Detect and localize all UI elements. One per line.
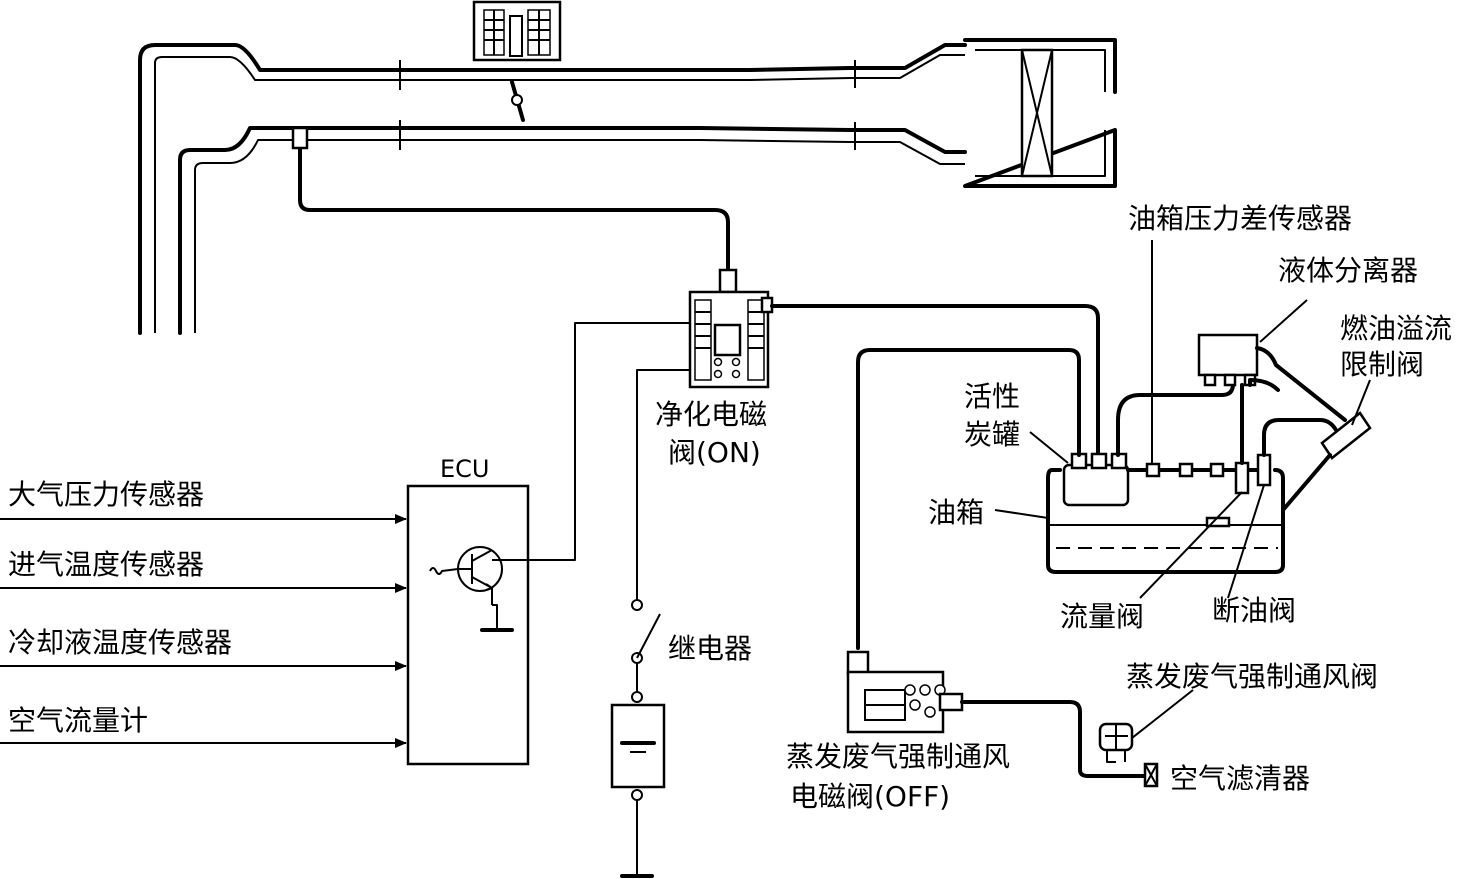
relay-label: 继电器	[668, 632, 753, 665]
battery	[610, 703, 666, 878]
purge-to-canister-line	[770, 304, 1100, 457]
canister-label-2: 炭罐	[964, 418, 1021, 451]
cutoff-valve	[1256, 453, 1272, 487]
tank-pressure-sensor-label: 油箱压力差传感器	[1128, 202, 1353, 235]
vent-solenoid-valve	[846, 650, 964, 734]
purge-to-relay-wire	[636, 369, 690, 600]
fuel-overflow-valve	[1281, 411, 1372, 522]
vent-line	[960, 700, 1147, 778]
vent-solenoid-label-2: 电磁阀(OFF)	[790, 780, 951, 813]
purge-valve-label-2: 阀(ON)	[668, 436, 761, 469]
coolant-temp-sensor-label: 冷却液温度传感器	[8, 626, 233, 659]
overflow-valve-label-1: 燃油溢流	[1340, 312, 1453, 345]
engine-cylinder	[963, 38, 1117, 188]
flow-valve-leader	[1139, 491, 1243, 599]
ecu-box	[406, 484, 530, 766]
cutoff-valve-leader	[1227, 484, 1265, 599]
purge-solenoid-valve	[688, 290, 774, 389]
flow-valve	[1234, 461, 1250, 495]
canister-leader	[1029, 431, 1069, 464]
fuel-tank	[1046, 468, 1285, 574]
liquid-separator	[1197, 333, 1347, 422]
cutoff-valve-label: 断油阀	[1212, 594, 1297, 627]
ecu-label: ECU	[440, 455, 490, 483]
canister-label-1: 活性	[964, 380, 1021, 413]
canister-vapor-lines	[856, 348, 1081, 650]
air-filter-label: 空气滤清器	[1170, 762, 1311, 795]
charcoal-canister	[1062, 452, 1130, 507]
vent-solenoid-label-1: 蒸发废气强制通风	[786, 740, 1011, 773]
intake-manifold	[138, 43, 967, 335]
forced-vent-valve	[1098, 689, 1194, 763]
ecu-to-purge-wire	[492, 322, 690, 561]
flow-valve-label: 流量阀	[1060, 600, 1145, 633]
forced-vent-valve-label: 蒸发废气强制通风阀	[1126, 660, 1379, 693]
air-filter	[1143, 762, 1159, 788]
top-air-box	[472, 0, 562, 62]
purge-valve-label-1: 净化电磁	[655, 398, 768, 431]
liquid-separator-label: 液体分离器	[1278, 254, 1419, 287]
air-flow-meter-label: 空气流量计	[8, 704, 149, 737]
separator-leader	[1259, 299, 1308, 343]
relay-switch	[631, 599, 661, 703]
purge-vacuum-line	[298, 138, 730, 284]
overflow-valve-label-2: 限制阀	[1340, 348, 1425, 381]
intake-temp-sensor-label: 进气温度传感器	[8, 548, 205, 581]
fuel-tank-label: 油箱	[928, 496, 985, 529]
tank-leader	[994, 509, 1049, 519]
overflow-leader	[1351, 379, 1371, 426]
atm-pressure-sensor-label: 大气压力传感器	[8, 478, 205, 511]
